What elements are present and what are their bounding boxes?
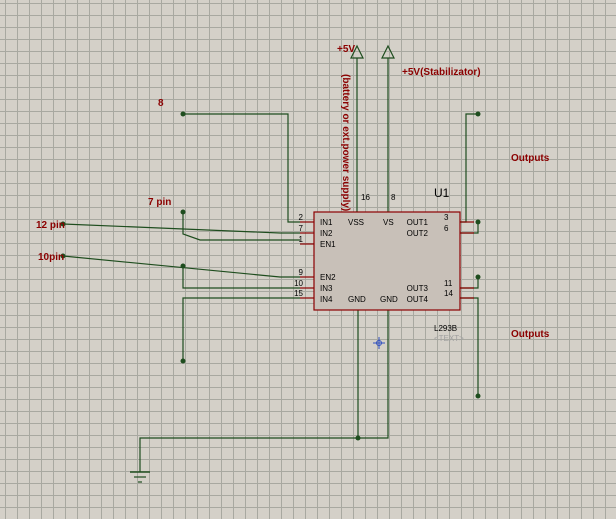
wire-out1[interactable] [460,113,478,223]
left-pin-stubs [300,221,314,299]
wire-in4[interactable] [182,297,300,361]
junction-dot [60,253,66,259]
pin-name: IN2 [320,229,333,238]
junction-dot [180,111,186,117]
crosshair-ring [376,340,382,346]
pin-name: IN4 [320,295,333,304]
pin-name: OUT1 [407,218,429,227]
wire-net-8[interactable] [183,113,300,223]
pin-name: EN1 [320,240,336,249]
pin-name: GND [380,295,398,304]
pin-number: 15 [294,289,303,298]
wire-in3[interactable] [182,266,300,289]
power-arrow-icon [381,44,395,59]
chip-part-number: L293B [434,324,457,333]
junction-dot [475,111,481,117]
chip-body[interactable] [313,211,461,311]
junction-dot [180,263,186,269]
pin-name: OUT4 [407,295,429,304]
label-outputs-top: Outputs [511,153,550,164]
pin-number: 10 [294,279,303,288]
chip-text-placeholder: <TEXT> [434,334,464,343]
wire-out2[interactable] [460,222,479,234]
pin-name: VSS [348,218,364,227]
junction-dot [60,221,66,227]
pin-name: OUT3 [407,284,429,293]
chip-u1[interactable]: 2 7 1 9 10 15 IN1 IN2 EN1 EN2 IN3 IN4 3 … [294,186,474,343]
pin-name: VS [383,218,394,227]
pin-name: IN3 [320,284,333,293]
pin-name: OUT2 [407,229,429,238]
label-outputs-bottom: Outputs [511,329,550,340]
crosshair-cursor-icon [373,337,385,349]
ground-terminal[interactable] [130,471,150,483]
label-net-8: 8 [158,98,164,109]
pin-number: 2 [299,213,304,222]
pin-number: 3 [444,213,449,222]
wire-7pin[interactable] [182,212,300,241]
label-supply-note: (battery or ext.power supply) [340,74,351,211]
pin-name: GND [348,295,366,304]
pin-number: 7 [299,224,304,233]
wire-out3[interactable] [460,277,479,289]
pin-number: 1 [299,235,304,244]
junction-dot [180,209,186,215]
pin-number: 11 [444,279,453,288]
power-terminal-5v[interactable] [350,44,364,59]
wire-out4[interactable] [460,297,479,396]
junction-dot [355,435,361,441]
junction-dot [180,358,186,364]
wire-12pin[interactable] [62,223,300,234]
power-terminal-5v-stab[interactable] [381,44,395,59]
pin-name: IN1 [320,218,333,227]
label-net-12pin: 12 pin [36,220,65,231]
pin-number: 8 [391,193,396,202]
pin-name: EN2 [320,273,336,282]
pin-number: 6 [444,224,449,233]
junction-dot [475,219,481,225]
junctions [60,111,481,441]
label-net-7pin: 7 pin [148,197,171,208]
pin-number: 9 [299,268,304,277]
chip-reference: U1 [434,186,450,200]
right-pin-stubs [460,221,474,299]
junction-dot [475,393,481,399]
junction-dot [475,274,481,280]
label-plus5v: +5V [337,44,355,55]
label-net-10pin: 10pin [38,252,64,263]
wire-gnd-2[interactable] [139,310,389,472]
pin-number: 14 [444,289,453,298]
wire-10pin[interactable] [62,255,300,278]
pin-number: 16 [361,193,370,202]
label-plus5v-stabilizator: +5V(Stabilizator) [402,67,481,78]
power-arrow-icon [350,44,364,59]
